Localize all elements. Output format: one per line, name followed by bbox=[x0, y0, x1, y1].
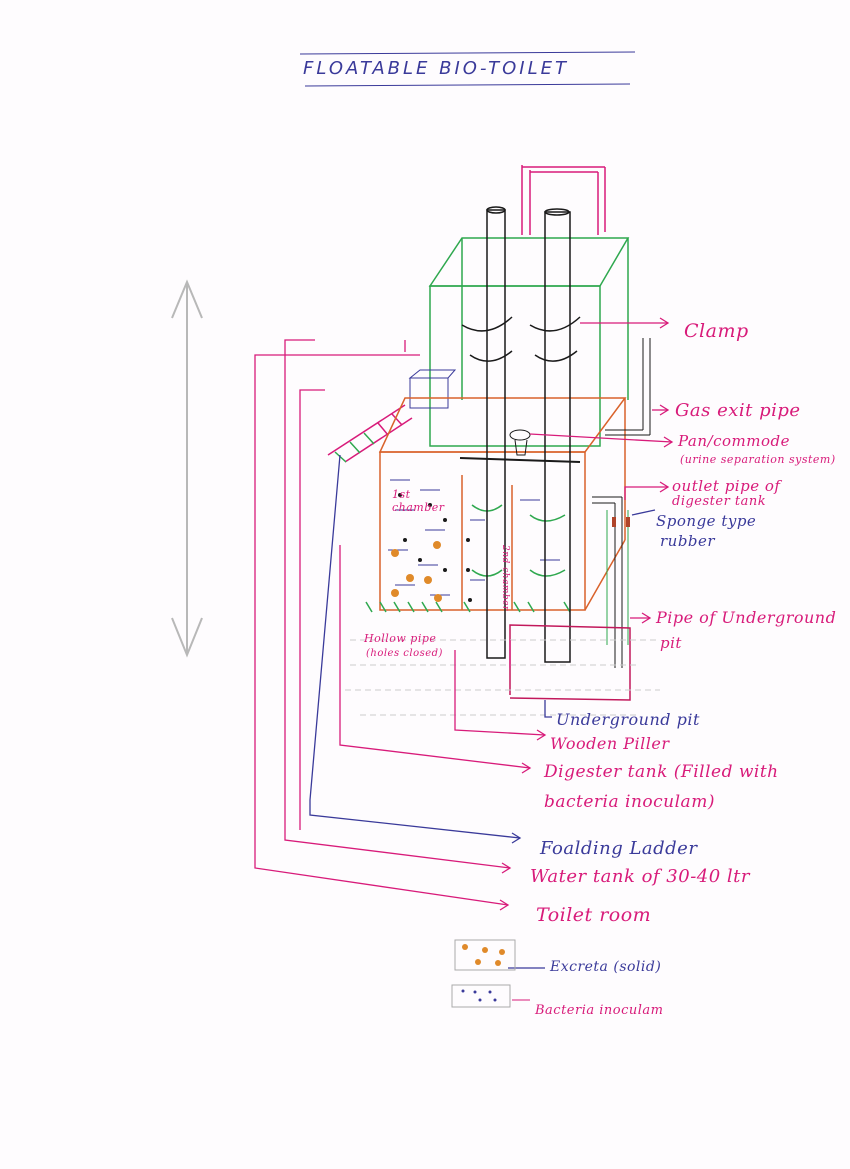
label-underground-pit: Underground pit bbox=[556, 710, 700, 729]
gas-exit-pipe bbox=[605, 338, 651, 436]
label-outlet-2: digester tank bbox=[672, 494, 767, 509]
blue-leaders bbox=[309, 454, 656, 969]
label-toilet-room: Toilet room bbox=[536, 904, 652, 926]
legend-bacteria: Bacteria inoculam bbox=[535, 1003, 664, 1018]
label-ladder: Foalding Ladder bbox=[540, 838, 698, 859]
label-sponge-1: Sponge type bbox=[656, 512, 757, 530]
label-first-chamber: 1st chamber bbox=[392, 488, 445, 514]
legend-excreta: Excreta (solid) bbox=[550, 959, 662, 975]
title-underline-bottom bbox=[304, 83, 631, 87]
label-hollow-1: Hollow pipe bbox=[364, 632, 437, 645]
clamps bbox=[461, 316, 581, 362]
pan-commode bbox=[459, 429, 581, 463]
digester-tank bbox=[378, 397, 627, 611]
ground-hatching bbox=[345, 639, 660, 716]
legend-excreta-swatch bbox=[454, 939, 516, 971]
legend-bacteria-swatch bbox=[451, 984, 530, 1008]
label-pan-note: (urine separation system) bbox=[680, 453, 836, 466]
diagram-title: FLOATABLE BIO-TOILET bbox=[303, 58, 570, 79]
ladder bbox=[327, 404, 413, 463]
title-underline-top bbox=[299, 51, 636, 55]
height-arrow bbox=[171, 279, 203, 658]
label-gas-exit-pipe: Gas exit pipe bbox=[675, 400, 801, 421]
label-water-tank: Water tank of 30-40 ltr bbox=[530, 866, 750, 887]
label-wooden-piller: Wooden Piller bbox=[550, 734, 670, 753]
label-pipe-pit-2: pit bbox=[660, 634, 682, 652]
label-digester-2: bacteria inoculam) bbox=[544, 792, 715, 812]
label-digester-1: Digester tank (Filled with bbox=[544, 762, 779, 782]
label-clamp: Clamp bbox=[684, 320, 749, 342]
label-pipe-pit-1: Pipe of Underground bbox=[656, 608, 837, 627]
label-second-chamber: 2nd chamber bbox=[500, 545, 510, 611]
label-outlet-1: outlet pipe of bbox=[672, 477, 781, 495]
water-tank bbox=[408, 369, 457, 409]
toilet-room-frame bbox=[428, 237, 630, 447]
tank-contents bbox=[388, 479, 566, 602]
label-hollow-2: (holes closed) bbox=[366, 648, 443, 659]
hollow-pipes bbox=[365, 601, 571, 613]
label-pan: Pan/commode bbox=[678, 432, 790, 450]
roof-vent bbox=[521, 165, 606, 235]
label-sponge-2: rubber bbox=[660, 532, 716, 550]
right-leaders bbox=[254, 317, 674, 911]
wooden-pillars bbox=[486, 206, 571, 663]
